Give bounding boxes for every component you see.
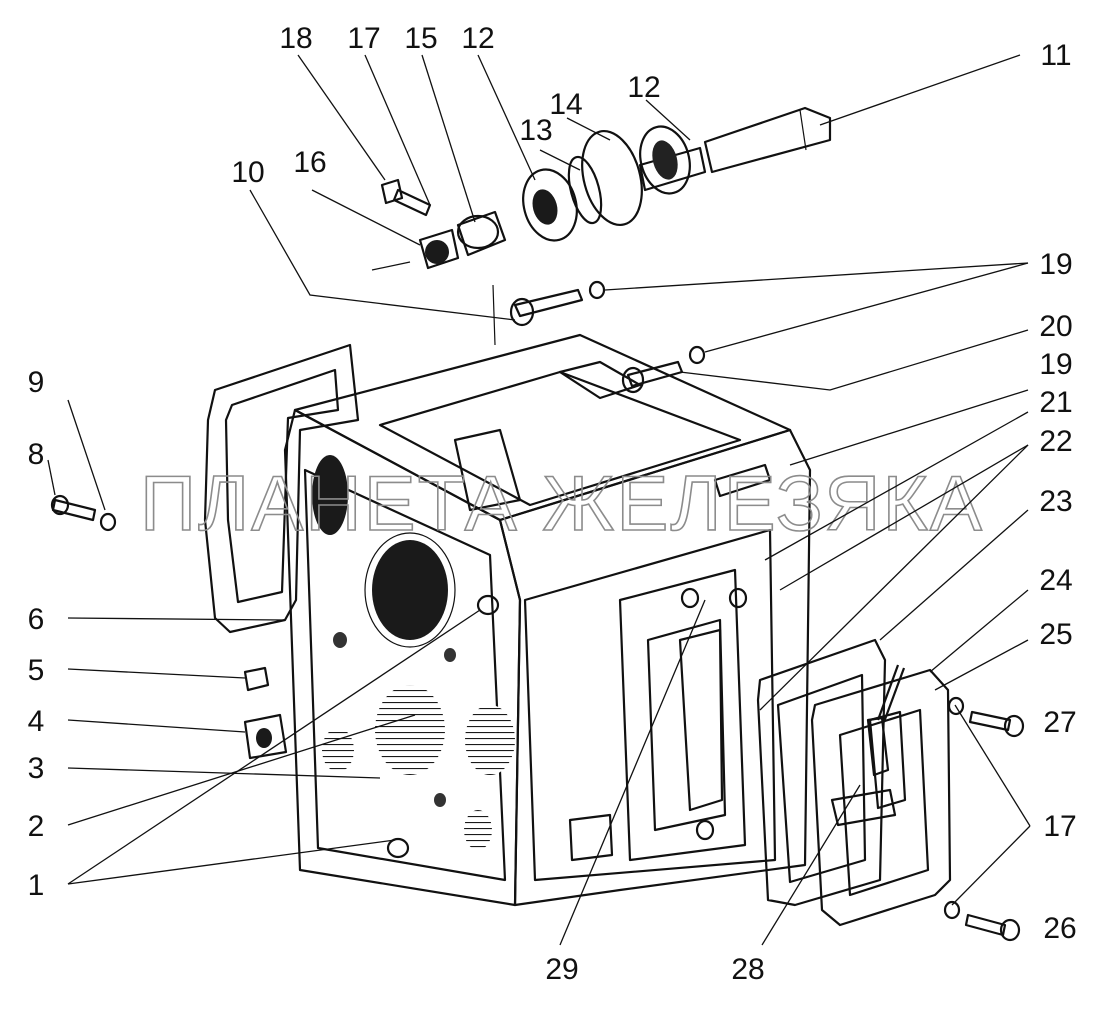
callout-13: 13 (519, 114, 552, 147)
callout-19-second: 19 (1039, 348, 1072, 381)
callout-16: 16 (293, 146, 326, 179)
watermark-text: ПЛАНЕТА ЖЕЛЕЗЯКА (140, 459, 984, 547)
callout-23: 23 (1039, 485, 1072, 518)
callout-1: 1 (28, 869, 45, 902)
callout-24: 24 (1039, 564, 1072, 597)
leader-lines (47, 54, 1031, 946)
callout-5: 5 (28, 654, 45, 687)
callout-17: 17 (347, 22, 380, 55)
callout-28: 28 (731, 953, 764, 986)
callout-17-second: 17 (1043, 810, 1076, 843)
callout-29: 29 (545, 953, 578, 986)
callout-19: 19 (1039, 248, 1072, 281)
cover-gasket (756, 638, 887, 907)
sleeve-assembly (371, 178, 507, 271)
callout-6: 6 (28, 603, 45, 636)
callout-27: 27 (1043, 706, 1076, 739)
callout-2: 2 (28, 810, 45, 843)
callout-22: 22 (1039, 425, 1072, 458)
callout-21: 21 (1039, 386, 1072, 419)
callout-15: 15 (404, 22, 437, 55)
callout-12-second: 12 (627, 71, 660, 104)
callout-18: 18 (279, 22, 312, 55)
callouts: 18 17 15 12 11 14 12 13 10 16 19 20 19 2… (28, 22, 1077, 986)
left-small-parts (50, 494, 288, 760)
bolt-10 (492, 280, 706, 394)
callout-9: 9 (28, 366, 45, 399)
callout-26: 26 (1043, 912, 1076, 945)
cover-plate (810, 664, 1025, 942)
gearbox-housing (283, 333, 812, 907)
callout-11: 11 (1040, 39, 1071, 72)
callout-10: 10 (231, 156, 264, 189)
callout-14: 14 (549, 88, 582, 121)
callout-3: 3 (28, 752, 45, 785)
callout-4: 4 (28, 705, 45, 738)
shaft-assembly (522, 106, 832, 242)
callout-8: 8 (28, 438, 45, 471)
callout-12: 12 (461, 22, 494, 55)
callout-25: 25 (1039, 618, 1072, 651)
callout-20: 20 (1039, 310, 1072, 343)
